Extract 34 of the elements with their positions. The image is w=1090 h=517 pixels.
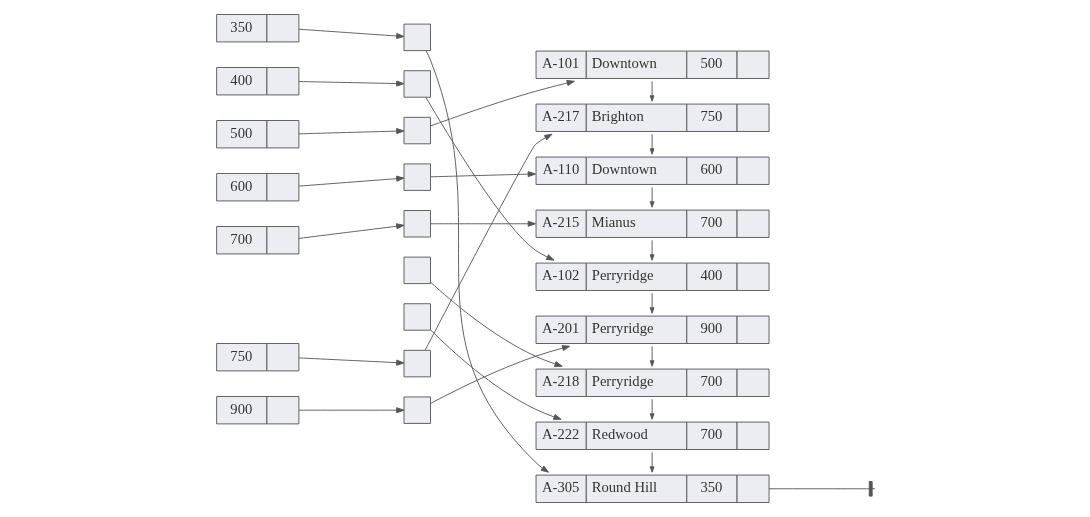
arrow xyxy=(297,223,404,239)
node-box xyxy=(403,70,431,98)
node-box xyxy=(403,396,431,424)
arrow xyxy=(424,96,554,261)
node-box xyxy=(403,303,431,331)
arrow xyxy=(429,171,536,178)
arrow xyxy=(297,407,404,414)
arrow xyxy=(429,220,536,227)
arrow xyxy=(297,175,404,187)
arrow xyxy=(649,133,654,155)
arrow xyxy=(424,133,552,351)
arrow xyxy=(297,28,404,39)
arrow xyxy=(649,398,654,420)
connector xyxy=(768,488,874,490)
arrow xyxy=(297,80,404,87)
node-box xyxy=(403,349,431,378)
arrow xyxy=(429,80,575,127)
arrow xyxy=(429,329,562,420)
arrow xyxy=(649,292,654,314)
node-box xyxy=(403,23,431,52)
arrow xyxy=(649,80,654,102)
node-box xyxy=(403,163,431,191)
arrow xyxy=(649,186,654,208)
arrow xyxy=(425,50,549,473)
arrow xyxy=(649,239,654,261)
arrow xyxy=(649,451,654,473)
node-box xyxy=(403,116,431,145)
node-box xyxy=(403,256,431,285)
arrow xyxy=(297,357,404,366)
arrow xyxy=(649,345,654,367)
arrow xyxy=(297,128,404,135)
arrow xyxy=(429,281,563,367)
arrow xyxy=(429,345,570,404)
node-box xyxy=(403,210,431,238)
